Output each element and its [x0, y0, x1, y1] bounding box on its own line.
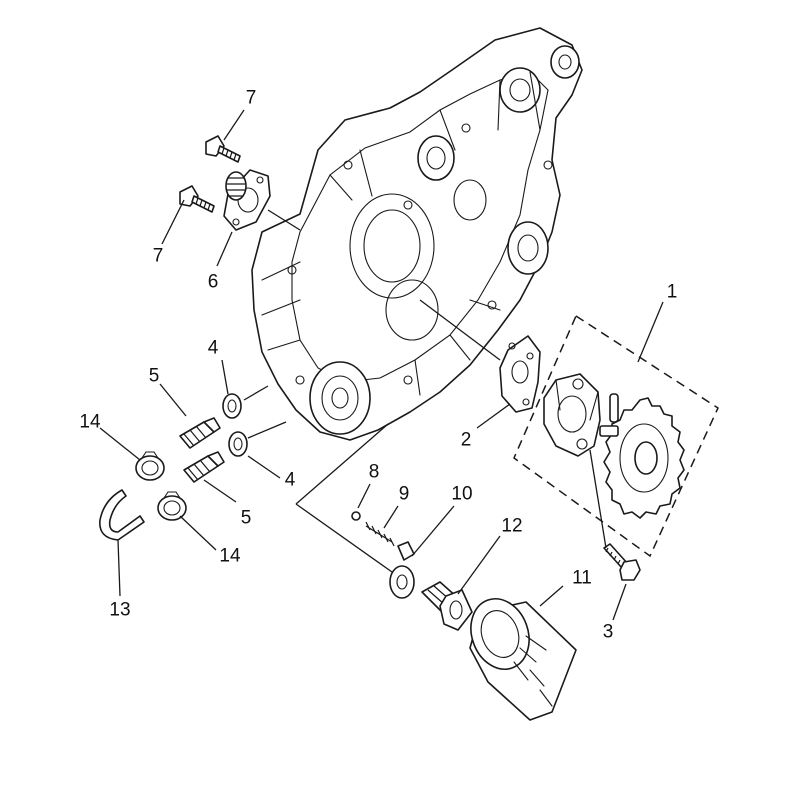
- callout-pump-bolt: 3: [602, 621, 614, 643]
- callout-filter-fitting: 12: [501, 515, 523, 537]
- callout-cover-plate: 6: [207, 271, 219, 293]
- oil-filter: [469, 598, 577, 721]
- filter-seal-plug: [389, 541, 415, 599]
- crankcase: [251, 27, 583, 441]
- hose-clamp-upper: [135, 451, 165, 481]
- callout-oil-filter: 11: [572, 567, 592, 589]
- cover-plate: [223, 169, 271, 231]
- callout-bolt-lower: 7: [152, 245, 164, 267]
- hose-nipple-lower: [183, 451, 225, 483]
- callout-nipple-lower: 5: [240, 507, 252, 529]
- leader-lines: [99, 109, 664, 621]
- callout-pump-gasket: 2: [460, 429, 472, 451]
- pump-bolt: [603, 543, 641, 581]
- relief-spring: [365, 521, 395, 547]
- hose-nipple-upper: [179, 417, 221, 449]
- breather-hose: [99, 489, 145, 541]
- callout-washer-lower: 4: [284, 469, 296, 491]
- washer-lower: [228, 431, 248, 457]
- hose-clamp-lower: [157, 491, 187, 521]
- oil-pump-assembly-boundary: [513, 314, 719, 558]
- callout-nipple-upper: 5: [148, 365, 160, 387]
- callout-seal-plug: 10: [451, 483, 473, 505]
- callout-check-ball: 8: [368, 461, 380, 483]
- oil-pump-gear: [603, 393, 685, 519]
- washer-upper: [222, 393, 242, 419]
- oil-pump-body: [543, 373, 619, 457]
- callout-relief-spring: 9: [398, 483, 410, 505]
- callout-washer-upper: 4: [207, 337, 219, 359]
- callout-breather-hose: 13: [109, 599, 131, 621]
- callout-clamp-lower: 14: [219, 545, 241, 567]
- cover-bolt-upper: [205, 135, 241, 163]
- pump-gasket: [499, 335, 541, 413]
- callout-bolt-upper: 7: [245, 87, 257, 109]
- check-ball: [351, 511, 361, 521]
- filter-fitting: [421, 581, 473, 631]
- callout-oil-pump-assembly: 1: [666, 281, 678, 303]
- cover-bolt-lower: [179, 185, 215, 213]
- callout-clamp-upper: 14: [79, 411, 101, 433]
